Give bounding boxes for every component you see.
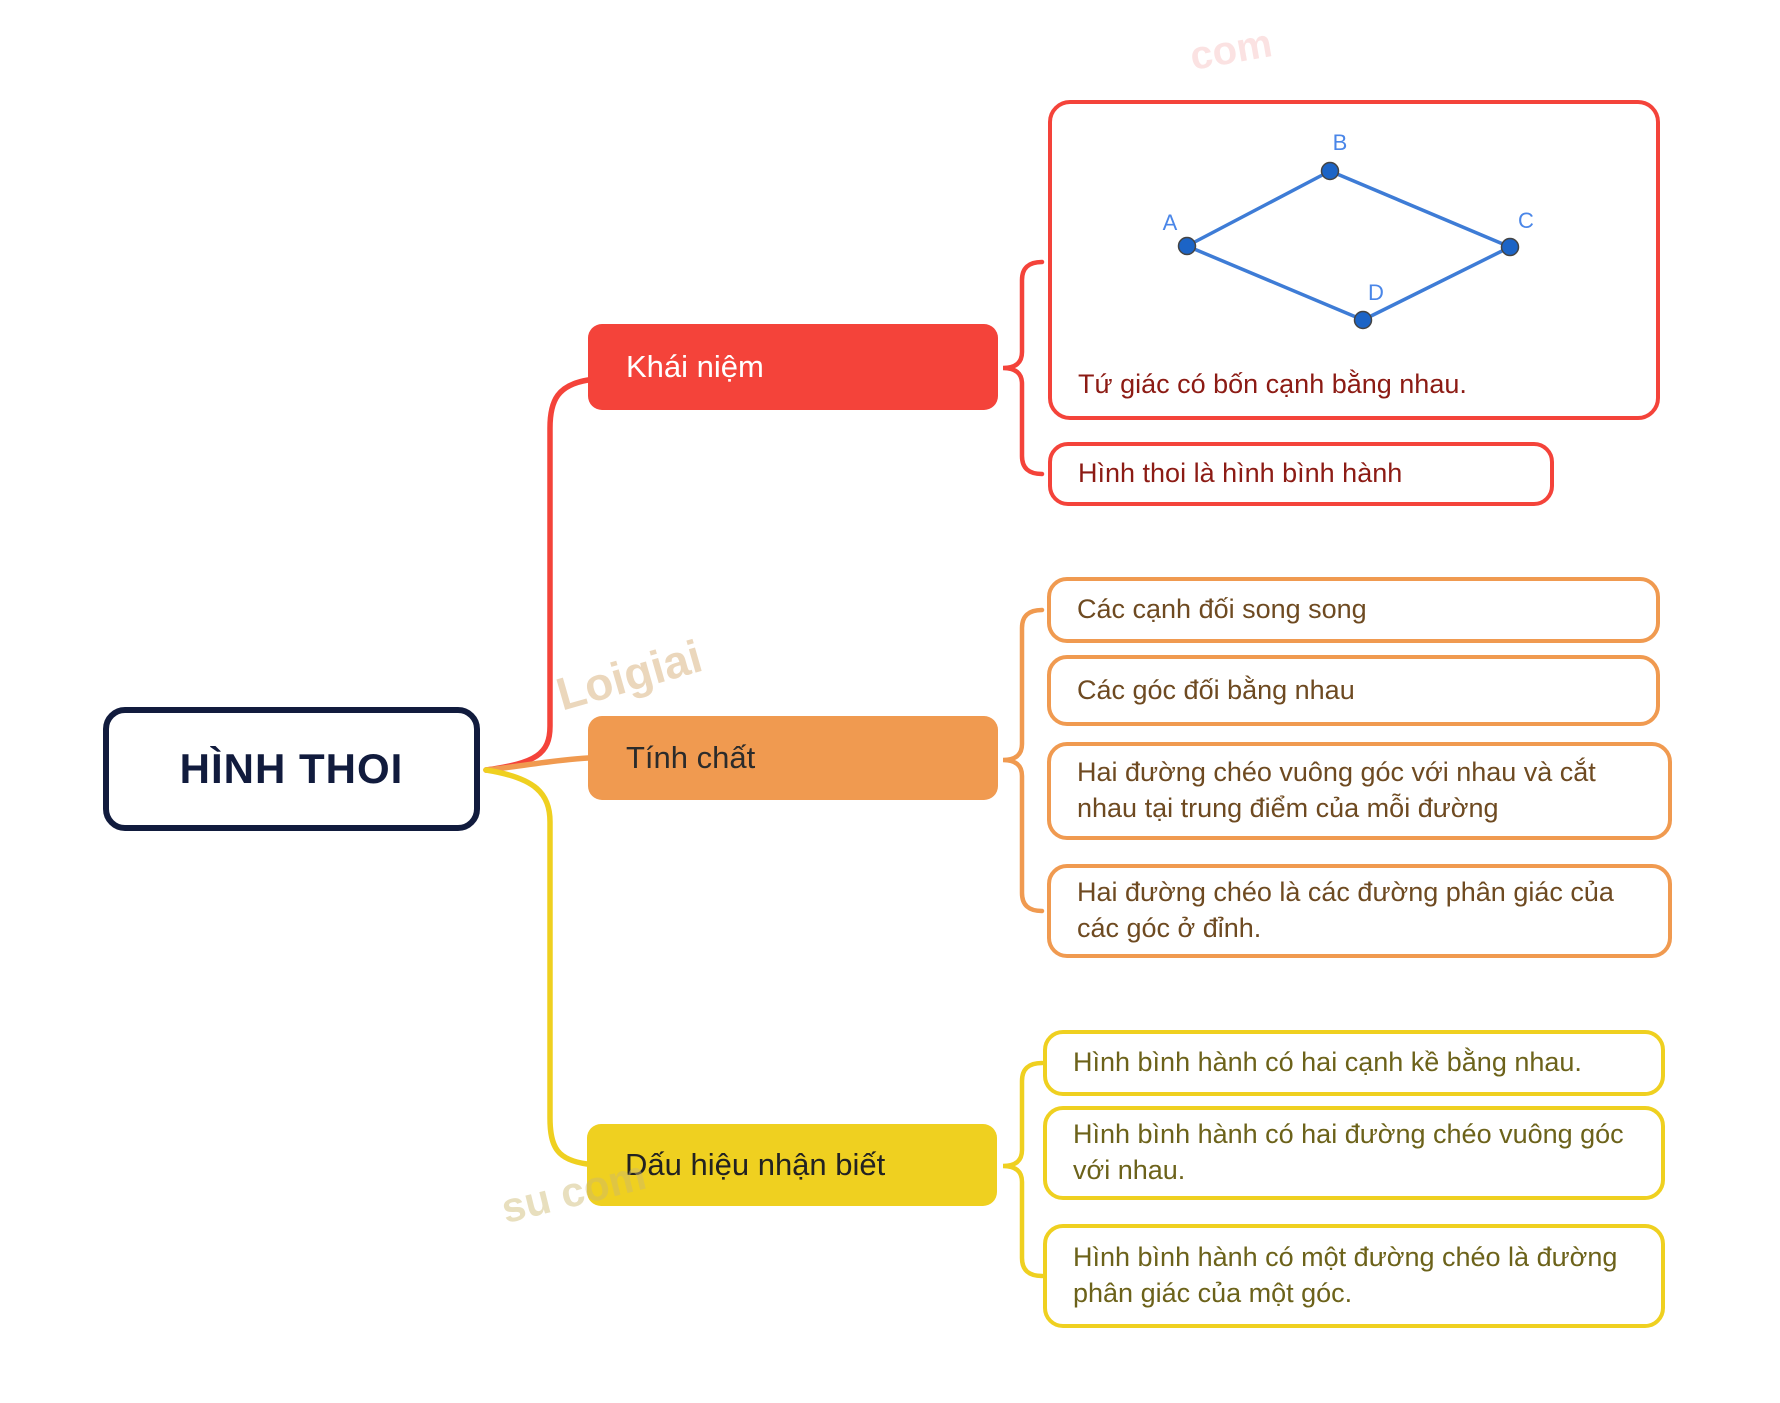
root-node-hinh-thoi[interactable]: HÌNH THOI: [103, 707, 480, 831]
connector-khai-niem: [483, 377, 591, 773]
property-box-4[interactable]: Hai đường chéo là các đường phân giác củ…: [1047, 864, 1672, 958]
concept-box-2-text: Hình thoi là hình bình hành: [1078, 458, 1403, 489]
property-box-2-text: Các góc đối bằng nhau: [1077, 674, 1355, 705]
property-box-1-text: Các cạnh đối song song: [1077, 594, 1367, 625]
brace-khai-niem: [1002, 259, 1045, 477]
sign-box-2[interactable]: Hình bình hành có hai đường chéo vuông g…: [1043, 1106, 1665, 1200]
property-box-2[interactable]: Các góc đối bằng nhau: [1047, 655, 1660, 726]
sign-box-3[interactable]: Hình bình hành có một đường chéo là đườn…: [1043, 1224, 1665, 1328]
concept-figure-caption: Tứ giác có bốn cạnh bằng nhau.: [1078, 368, 1467, 399]
property-box-1[interactable]: Các cạnh đối song song: [1047, 577, 1660, 643]
root-node-label: HÌNH THOI: [179, 745, 404, 792]
branch-node-tinh-chat[interactable]: Tính chất: [588, 716, 998, 800]
watermark-1: Loigiai: [550, 629, 708, 721]
concept-figure-box[interactable]: Tứ giác có bốn cạnh bằng nhau.: [1048, 100, 1660, 420]
property-box-3[interactable]: Hai đường chéo vuông góc với nhau và cắt…: [1047, 742, 1672, 840]
concept-box-2[interactable]: Hình thoi là hình bình hành: [1048, 442, 1554, 506]
sign-box-1-text: Hình bình hành có hai cạnh kề bằng nhau.: [1073, 1047, 1582, 1078]
brace-tinh-chat: [1002, 607, 1045, 914]
connector-tinh-chat: [483, 755, 591, 773]
sign-box-3-text: Hình bình hành có một đường chéo là đườn…: [1073, 1242, 1618, 1308]
brace-dau-hieu: [1002, 1060, 1045, 1279]
sign-box-2-text: Hình bình hành có hai đường chéo vuông g…: [1073, 1119, 1624, 1185]
branch-label-dau-hieu: Dấu hiệu nhận biết: [625, 1147, 886, 1182]
branch-node-khai-niem[interactable]: Khái niệm: [588, 324, 998, 410]
branch-label-khai-niem: Khái niệm: [626, 349, 764, 384]
sign-box-1[interactable]: Hình bình hành có hai cạnh kề bằng nhau.: [1043, 1030, 1665, 1096]
branch-node-dau-hieu[interactable]: Dấu hiệu nhận biết: [587, 1124, 997, 1206]
watermark-3: com: [1186, 21, 1276, 79]
property-box-3-text: Hai đường chéo vuông góc với nhau và cắt…: [1077, 757, 1596, 823]
branch-label-tinh-chat: Tính chất: [626, 740, 756, 775]
property-box-4-text: Hai đường chéo là các đường phân giác củ…: [1077, 877, 1614, 943]
connector-dau-hieu: [483, 767, 590, 1167]
